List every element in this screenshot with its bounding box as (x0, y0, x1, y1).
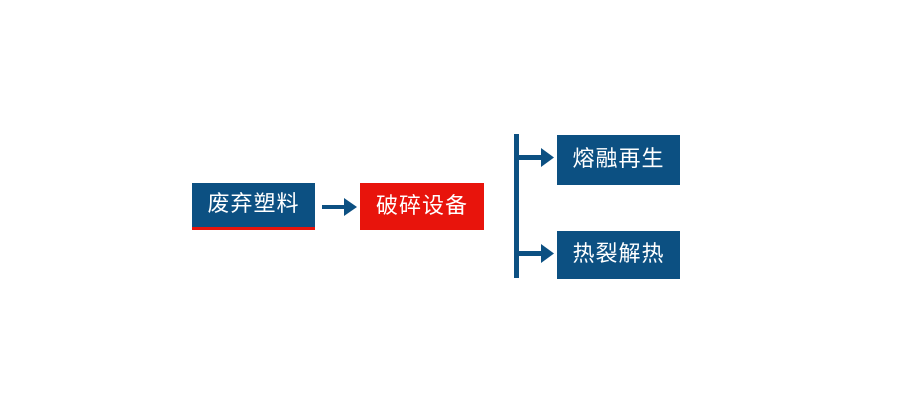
bracket-trunk (514, 134, 519, 278)
arrow-right-shape (322, 198, 357, 216)
split-bracket-svg (514, 134, 554, 278)
bracket-arrow-lower (519, 244, 554, 263)
arrow-right-icon-svg (322, 198, 357, 216)
node-source-waste-plastic[interactable]: 废弃塑料 (192, 183, 315, 230)
node-output-pyrolysis-heat[interactable]: 热裂解热 (557, 231, 680, 279)
bracket-arrow-upper (519, 148, 554, 167)
node-output-melt-regeneration[interactable]: 熔融再生 (557, 135, 680, 185)
arrow-right-icon (320, 192, 360, 222)
split-bracket-arrows-icon (508, 128, 566, 284)
node-process-label: 破碎设备 (375, 193, 468, 219)
node-output-label-0: 熔融再生 (572, 147, 665, 172)
node-process-crushing-equipment[interactable]: 破碎设备 (360, 183, 484, 230)
node-source-label: 废弃塑料 (207, 192, 300, 217)
node-output-label-1: 热裂解热 (572, 242, 665, 267)
